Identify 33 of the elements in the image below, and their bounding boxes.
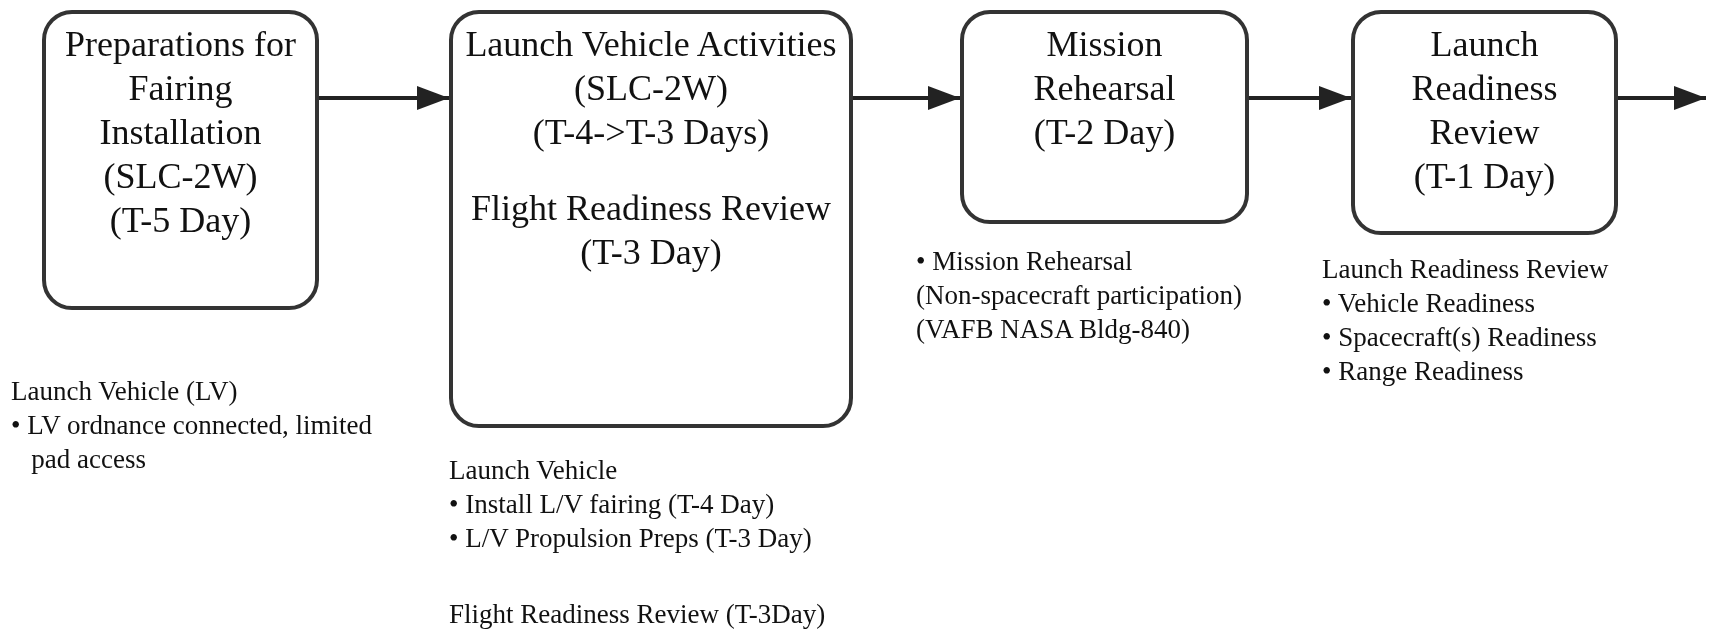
process-box (449, 10, 853, 428)
box-text: (T-1 Day) (1413, 155, 1556, 198)
note-text: • Install L/V fairing (T-4 Day) (449, 488, 776, 521)
note-text: • LV ordnance connected, limited pad access (11, 409, 374, 476)
note-text: Flight Readiness Review (T-3Day) (449, 598, 827, 631)
note-text: (Non-spacecraft participation) (916, 279, 1244, 312)
note-text: • L/V Propulsion Preps (T-3 Day) (449, 522, 813, 555)
note-text: Launch Vehicle (449, 454, 619, 487)
note-text: (VAFB NASA Bldg-840) (916, 313, 1192, 346)
note-text: Launch Vehicle (LV) (11, 375, 239, 408)
note-text: • Mission Rehearsal (916, 245, 1134, 278)
box-text: (T-4->T-3 Days) (532, 111, 770, 154)
process-box (960, 10, 1249, 224)
note-text: • Range Readiness (1322, 355, 1525, 388)
note-text: Launch Readiness Review (1322, 253, 1610, 286)
process-box (42, 10, 319, 310)
box-text: Flight Readiness Review (471, 187, 831, 230)
box-text: Launch Vehicle Activities (465, 23, 837, 66)
note-text: • Spacecraft(s) Readiness (1322, 321, 1598, 354)
arrow (1249, 86, 1351, 110)
box-text: (T-5 Day) (109, 199, 252, 242)
box-text: (T-3 Day) (580, 231, 722, 274)
box-text: Preparations for Fairing Installation (64, 23, 297, 154)
note-text: • Vehicle Readiness (1322, 287, 1536, 320)
process-box (1351, 10, 1618, 235)
arrow (853, 86, 960, 110)
box-text: (T-2 Day) (1033, 111, 1176, 154)
arrow (319, 86, 449, 110)
box-text: (SLC-2W) (103, 155, 258, 198)
arrow (1618, 86, 1706, 110)
box-text: (SLC-2W) (574, 67, 728, 110)
box-text: Mission Rehearsal (1032, 23, 1177, 110)
box-text: Launch Readiness Review (1410, 23, 1559, 154)
